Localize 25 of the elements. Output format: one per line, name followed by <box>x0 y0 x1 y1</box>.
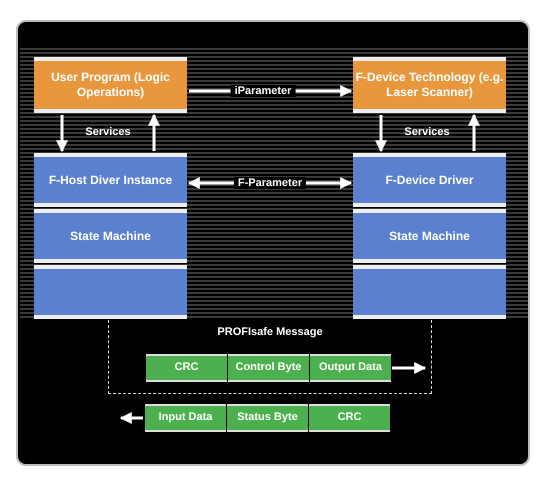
arrow <box>392 362 426 374</box>
flow-label: Services <box>85 126 131 138</box>
message-field: Output Data <box>310 354 391 382</box>
process-box: F-Device Driver <box>353 153 506 207</box>
edge-label: iParameter <box>230 85 296 97</box>
process-box: State Machine <box>34 209 187 263</box>
arrow <box>468 114 480 151</box>
message-field: Control Byte <box>228 354 309 382</box>
message-field: CRC <box>309 404 390 432</box>
arrow <box>56 115 68 152</box>
flow-label: Services <box>404 126 450 138</box>
message-field: Input Data <box>145 404 226 432</box>
process-box: User Program (Logic Operations) <box>34 57 187 113</box>
empty-box <box>34 265 187 319</box>
arrow <box>148 114 160 151</box>
edge-label: F-Parameter <box>234 177 306 189</box>
process-box: State Machine <box>353 209 506 263</box>
process-box: F-Device Technology (e.g. Laser Scanner) <box>353 57 506 113</box>
message-field: CRC <box>146 354 227 382</box>
message-field: Status Byte <box>227 404 308 432</box>
process-box: F-Host Diver Instance <box>34 153 187 207</box>
empty-box <box>353 265 506 319</box>
message-frame: PROFIsafe Message CRC Control Byte Output Data <box>108 320 432 394</box>
arrow <box>375 115 387 152</box>
arrow <box>120 412 143 424</box>
